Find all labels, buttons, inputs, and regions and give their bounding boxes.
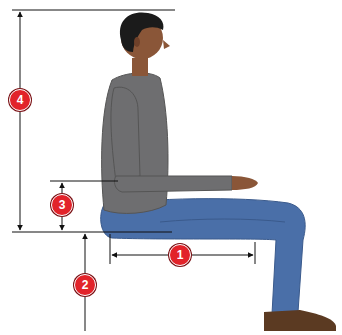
callout-number: 1: [169, 244, 191, 266]
callout-number: 3: [51, 194, 73, 216]
shoe: [264, 310, 336, 331]
hair: [120, 12, 163, 52]
callout-number: 4: [9, 89, 31, 111]
hand: [232, 176, 258, 190]
callout-number: 2: [74, 274, 96, 296]
forearm: [114, 176, 232, 192]
upper-arm: [111, 87, 140, 182]
legs: [101, 199, 305, 314]
torso: [102, 73, 168, 214]
